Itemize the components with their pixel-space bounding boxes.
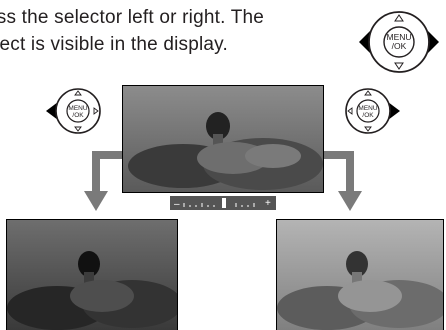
- selector-label-bottom-right: /OK: [362, 112, 374, 119]
- selector-left-pressed-icon: MENU /OK: [42, 83, 106, 139]
- selector-right-pressed-icon: MENU /OK: [340, 83, 404, 139]
- selector-label-bottom: /OK: [392, 41, 407, 51]
- photo-darker-exposure: [6, 219, 178, 330]
- selector-label-top-right: MENU: [358, 105, 377, 112]
- instruction-text: ess the selector left or right. The fect…: [0, 4, 340, 58]
- flow-arrow-right: [323, 151, 362, 211]
- selector-label-top-left: MENU: [68, 105, 87, 112]
- selector-both-icon: MENU /OK: [356, 2, 442, 82]
- exposure-scale: – +: [170, 196, 276, 215]
- exposure-plus: +: [265, 198, 271, 209]
- photo-normal-exposure: [122, 85, 324, 193]
- instruction-line-2: fect is visible in the display.: [0, 34, 228, 55]
- photo-brighter-exposure: [276, 219, 444, 330]
- flow-arrow-left: [84, 151, 123, 211]
- selector-label-bottom-left: /OK: [72, 112, 84, 119]
- exposure-minus: –: [174, 199, 180, 210]
- instruction-line-1: ess the selector left or right. The: [0, 7, 265, 28]
- selector-label-top: MENU: [386, 32, 411, 42]
